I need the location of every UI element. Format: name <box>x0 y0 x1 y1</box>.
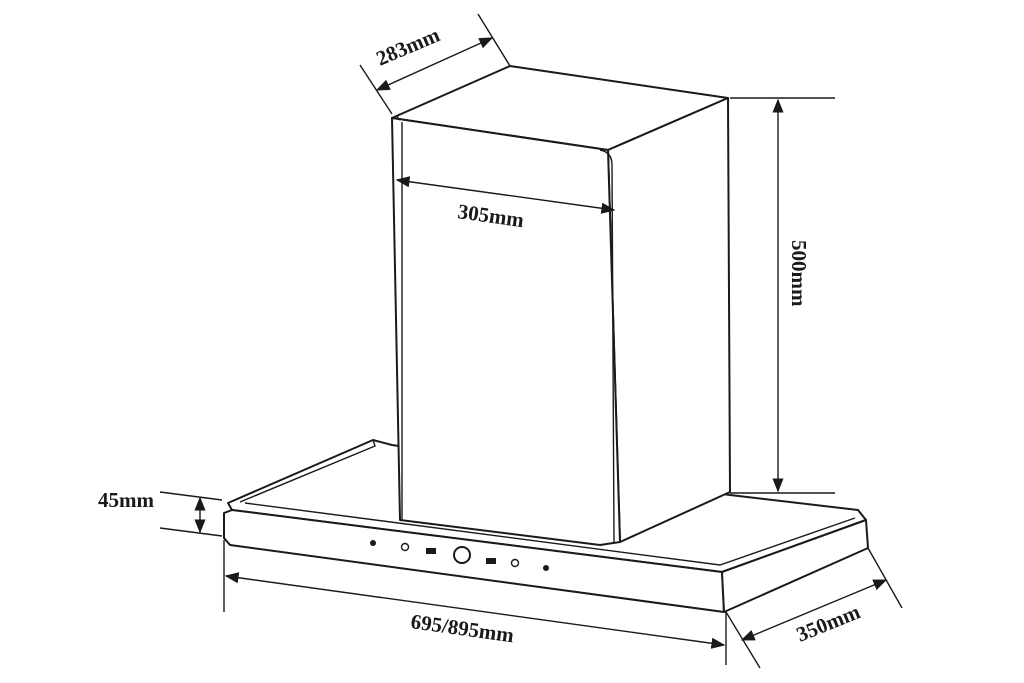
fan-icon[interactable] <box>543 565 549 571</box>
timer-icon[interactable] <box>400 542 410 552</box>
label-500: 500mm <box>787 240 811 307</box>
label-45: 45mm <box>98 488 154 512</box>
label-width: 695/895mm <box>409 609 516 647</box>
power-button[interactable] <box>453 546 471 564</box>
speed-icon[interactable] <box>486 558 496 564</box>
delay-icon[interactable] <box>426 548 436 554</box>
dimension-500: 500mm <box>730 97 835 494</box>
chimney <box>391 65 731 546</box>
label-350: 350mm <box>793 599 864 646</box>
dimension-45: 45mm <box>98 488 223 537</box>
control-panel <box>370 540 549 571</box>
label-283: 283mm <box>373 22 444 70</box>
light-icon[interactable] <box>370 540 376 546</box>
boost-icon[interactable] <box>510 558 520 568</box>
